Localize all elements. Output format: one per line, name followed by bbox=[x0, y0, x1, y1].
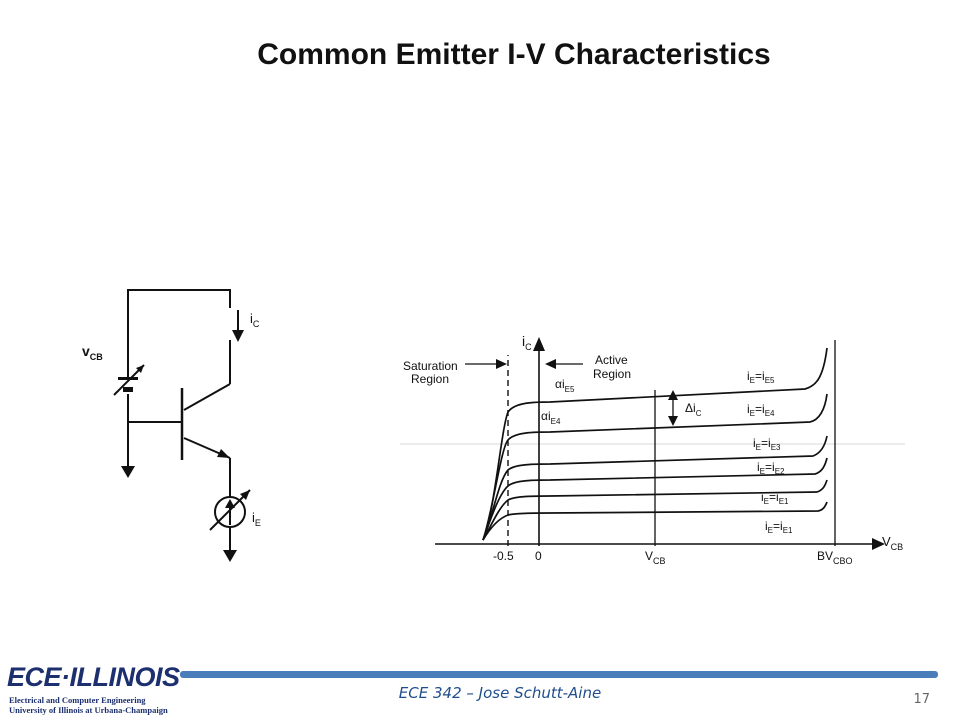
logo-subtitle-1: Electrical and Computer Engineering bbox=[9, 695, 146, 705]
collector-lead bbox=[183, 383, 231, 411]
saturation-arrowhead bbox=[496, 359, 507, 369]
iv-curve-ie1b bbox=[482, 501, 828, 541]
ground-arrow-left bbox=[121, 466, 135, 478]
delta-ic-arrowhead-up bbox=[668, 390, 678, 400]
iv-curve-ie2 bbox=[482, 457, 828, 541]
ylabel: iC bbox=[522, 333, 532, 352]
alpha-ie5-label: αiE5 bbox=[555, 377, 575, 394]
iv-curve-ie3 bbox=[482, 435, 828, 541]
battery-plate-long bbox=[118, 377, 138, 380]
iv-curve-ie4 bbox=[482, 393, 828, 541]
x-axis-arrowhead bbox=[872, 538, 885, 550]
ground-arrow-right bbox=[223, 550, 237, 562]
alpha-ie4-label: αiE4 bbox=[541, 409, 561, 426]
ece-illinois-logo: ECE·ILLINOIS Electrical and Computer Eng… bbox=[5, 662, 180, 718]
delta-ic-arrowhead-down bbox=[668, 416, 678, 426]
iv-curve-ie1a bbox=[482, 479, 828, 541]
saturation-label-line2: Region bbox=[411, 372, 449, 386]
curve-label-ie4: iE=iE4 bbox=[747, 402, 775, 418]
top-wire bbox=[127, 289, 231, 362]
curve-label-ie2: iE=iE2 bbox=[757, 460, 785, 476]
emitter-arrowhead bbox=[217, 449, 230, 458]
slide-title: Common Emitter I-V Characteristics bbox=[257, 38, 771, 71]
logo-subtitle-2: University of Illinois at Urbana-Champai… bbox=[9, 705, 168, 715]
ic-arrowhead bbox=[232, 330, 244, 342]
current-source-adjust-arrowhead bbox=[240, 490, 250, 500]
xlabel: VCB bbox=[882, 534, 903, 552]
y-axis-arrowhead bbox=[533, 337, 545, 351]
saturation-label-line1: Saturation bbox=[403, 359, 458, 373]
iv-characteristics-graph: iC VCB -0.5 0 VCB BVCBO Saturation Regio… bbox=[400, 333, 905, 566]
battery-adjust-arrowhead bbox=[136, 365, 144, 373]
delta-ic-label: ΔiC bbox=[685, 401, 702, 418]
active-arrowhead bbox=[545, 359, 556, 369]
common-base-circuit: vCB iC iE bbox=[82, 289, 261, 562]
curve-label-ie3: iE=iE3 bbox=[753, 436, 781, 452]
footer-text: ECE 342 – Jose Schutt-Aine bbox=[398, 684, 602, 702]
active-label-line1: Active bbox=[595, 353, 628, 367]
ic-label: iC bbox=[250, 311, 260, 329]
curve-label-ie5: iE=iE5 bbox=[747, 369, 775, 385]
page-number: 17 bbox=[913, 692, 930, 707]
tick-zero: 0 bbox=[535, 549, 542, 563]
tick-bvcbo: BVCBO bbox=[817, 549, 853, 566]
tick-neg-half: -0.5 bbox=[493, 549, 514, 563]
tick-vcb: VCB bbox=[645, 549, 666, 566]
vcb-label: vCB bbox=[82, 343, 103, 362]
current-source-arrowhead bbox=[225, 499, 235, 508]
footer-accent-bar bbox=[180, 671, 938, 678]
battery-plate-short bbox=[123, 387, 133, 392]
curve-label-ie1a: iE=iE1 bbox=[761, 490, 789, 506]
curve-label-ie1b: iE=iE1 bbox=[765, 519, 793, 535]
logo-wordmark: ECE·ILLINOIS bbox=[7, 662, 180, 692]
ie-label: iE bbox=[252, 510, 261, 528]
active-label-line2: Region bbox=[593, 367, 631, 381]
